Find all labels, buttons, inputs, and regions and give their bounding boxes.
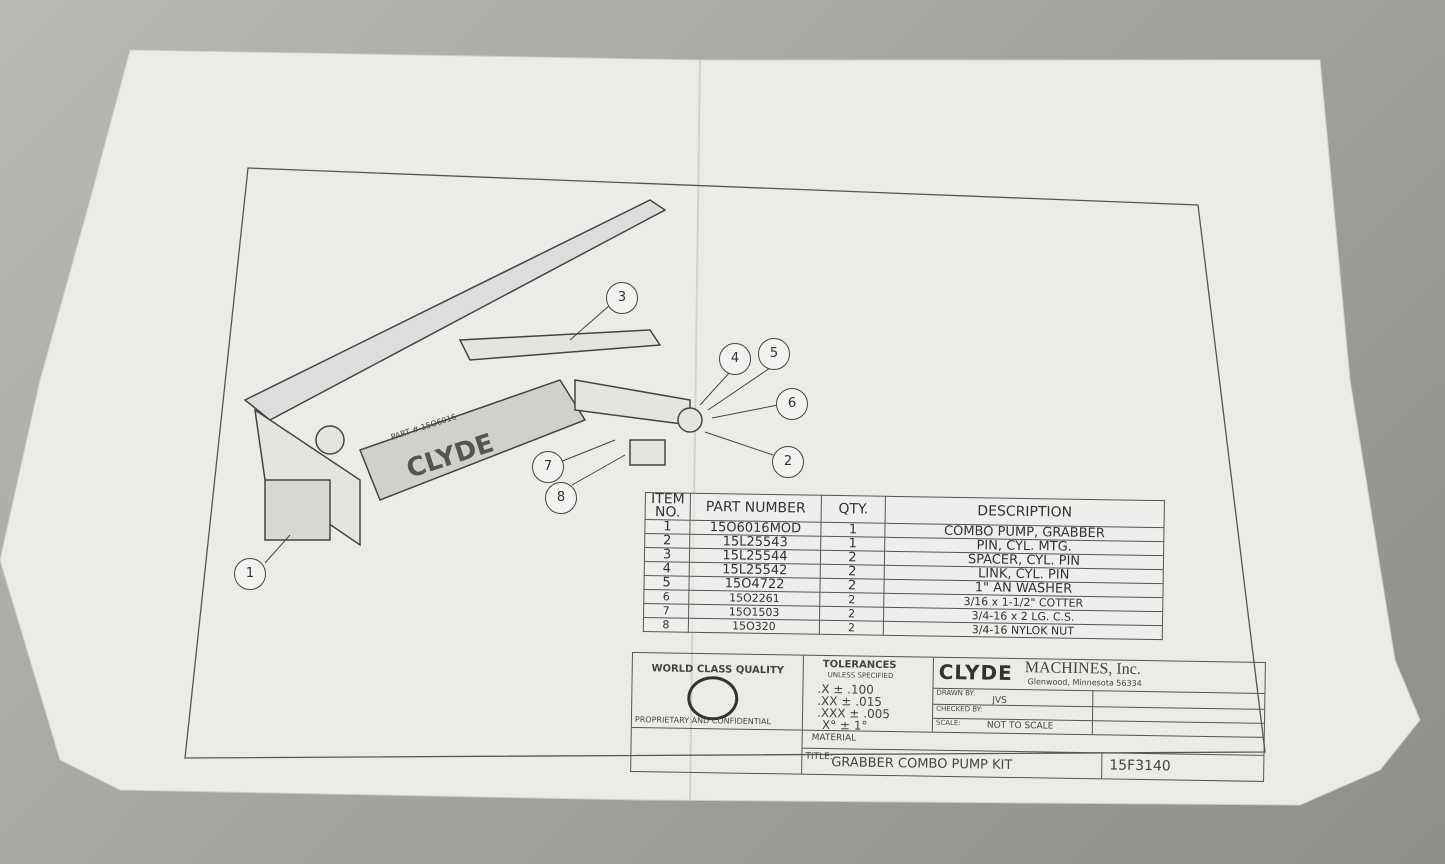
- bom-cell-qty: 2: [819, 578, 885, 593]
- bom-cell-item: 1: [644, 519, 691, 534]
- balloon-7: 7: [532, 451, 564, 483]
- bom-cell-qty: 2: [819, 620, 884, 636]
- bom-cell-qty: 1: [820, 536, 885, 551]
- quality-logo: WORLD CLASS QUALITY: [651, 663, 785, 677]
- bom-cell-qty: 2: [820, 550, 885, 565]
- balloon-3: 3: [606, 282, 638, 314]
- bom-cell-item: 3: [644, 547, 690, 562]
- bom-cell-item: 8: [643, 617, 689, 633]
- bom-cell-qty: 2: [819, 592, 884, 608]
- balloon-4: 4: [719, 343, 751, 375]
- balloon-2: 2: [772, 446, 804, 478]
- scale-label: SCALE:: [935, 718, 961, 728]
- balloon-8: 8: [545, 482, 577, 514]
- proprietary-label: PROPRIETARY AND CONFIDENTIAL: [634, 715, 772, 727]
- bom-cell-part: 15O320: [688, 618, 820, 635]
- bom-cell-item: 2: [644, 533, 690, 548]
- header-item: ITEM NO.: [645, 491, 691, 521]
- tolerances-title: TOLERANCES: [822, 658, 897, 672]
- tolerances-sub: UNLESS SPECIFIED: [827, 671, 894, 681]
- material-label: MATERIAL: [811, 732, 857, 744]
- company-logo: CLYDE: [938, 659, 1013, 685]
- company-address: Glenwood, Minnesota 56334: [1027, 677, 1142, 689]
- balloon-1: 1: [234, 558, 266, 590]
- bom-cell-qty: 2: [820, 564, 885, 579]
- drawing-border: [184, 167, 1266, 759]
- title-label: TITLE:: [805, 751, 833, 763]
- globe-icon: [686, 675, 739, 721]
- bom-cell-item: 6: [643, 589, 689, 605]
- bom-cell-item: 4: [644, 561, 690, 576]
- drawn-by-label: DRAWN BY:: [936, 688, 976, 698]
- balloon-5: 5: [758, 338, 790, 370]
- bom-cell-item: 5: [643, 575, 690, 590]
- company-name: MACHINES, Inc.: [1024, 659, 1141, 678]
- drawing-number: 15F3140: [1109, 757, 1171, 775]
- scale-value: NOT TO SCALE: [986, 720, 1054, 732]
- header-part-number: PART NUMBER: [690, 493, 822, 523]
- header-qty: QTY.: [821, 495, 886, 524]
- balloon-6: 6: [776, 388, 808, 420]
- pump-drawing: [243, 199, 703, 547]
- bom-cell-item: 7: [643, 603, 689, 619]
- title-block: WORLD CLASS QUALITY PROPRIETARY AND CONF…: [630, 652, 1266, 782]
- drawing-title: GRABBER COMBO PUMP KIT: [831, 755, 1013, 773]
- checked-by-label: CHECKED BY:: [936, 704, 983, 714]
- bom-cell-qty: 2: [819, 606, 884, 622]
- bom-cell-qty: 1: [820, 522, 886, 537]
